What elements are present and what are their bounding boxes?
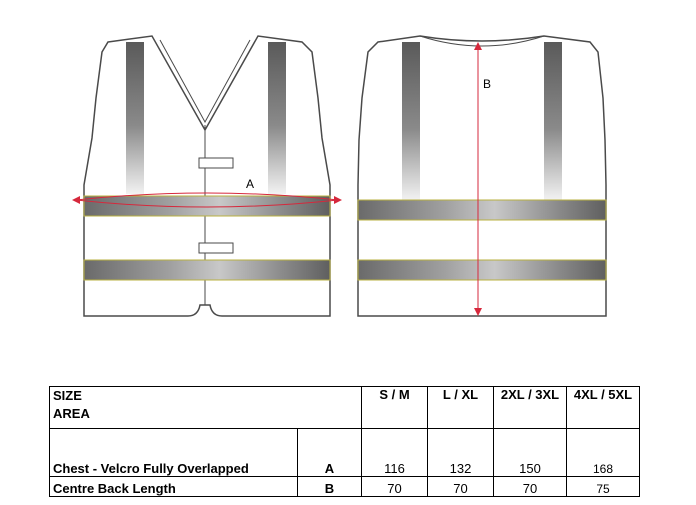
back-lower-band [357, 259, 607, 281]
chest-value-2xl-3xl: 150 [493, 428, 567, 477]
row-code-chest: A [297, 428, 362, 477]
size-col-s-m: S / M [361, 386, 428, 429]
vest-back: B [357, 35, 607, 317]
row-label-chest: Chest - Velcro Fully Overlapped [49, 428, 298, 477]
measure-label-b: B [483, 77, 491, 91]
size-col-2xl-3xl: 2XL / 3XL [493, 386, 567, 429]
back-left-vertical-stripe [402, 42, 420, 200]
front-upper-band [83, 195, 331, 217]
back-length-value-s-m: 70 [361, 476, 428, 497]
velcro-tab-upper [198, 157, 234, 169]
front-left-vertical-stripe [126, 42, 144, 194]
back-right-vertical-stripe [544, 42, 562, 200]
size-col-l-xl: L / XL [427, 386, 494, 429]
front-right-vertical-stripe [268, 42, 286, 194]
size-area-header: SIZE AREA [49, 386, 362, 429]
back-length-value-2xl-3xl: 70 [493, 476, 567, 497]
vest-diagram: A B [72, 35, 607, 317]
back-upper-band [357, 199, 607, 221]
velcro-tab-lower [198, 242, 234, 254]
table-row-back-length: Centre Back Length B 70 70 70 75 [49, 476, 640, 497]
chest-value-l-xl: 132 [427, 428, 494, 477]
size-header-row: SIZE AREA S / M L / XL 2XL / 3XL 4XL / 5… [49, 386, 640, 429]
row-label-back-length: Centre Back Length [49, 476, 298, 497]
size-chart-table: SIZE AREA S / M L / XL 2XL / 3XL 4XL / 5… [49, 386, 640, 497]
row-code-back-length: B [297, 476, 362, 497]
chest-value-s-m: 116 [361, 428, 428, 477]
area-header-label: AREA [53, 406, 90, 421]
front-lower-band [83, 259, 331, 281]
back-length-value-l-xl: 70 [427, 476, 494, 497]
table-row-chest: Chest - Velcro Fully Overlapped A 116 13… [49, 428, 640, 477]
back-length-value-4xl-5xl: 75 [566, 476, 640, 497]
size-col-4xl-5xl: 4XL / 5XL [566, 386, 640, 429]
chest-value-4xl-5xl: 168 [566, 428, 640, 477]
measure-label-a: A [246, 177, 254, 191]
vest-front: A [72, 35, 342, 317]
size-header-label: SIZE [53, 388, 82, 403]
